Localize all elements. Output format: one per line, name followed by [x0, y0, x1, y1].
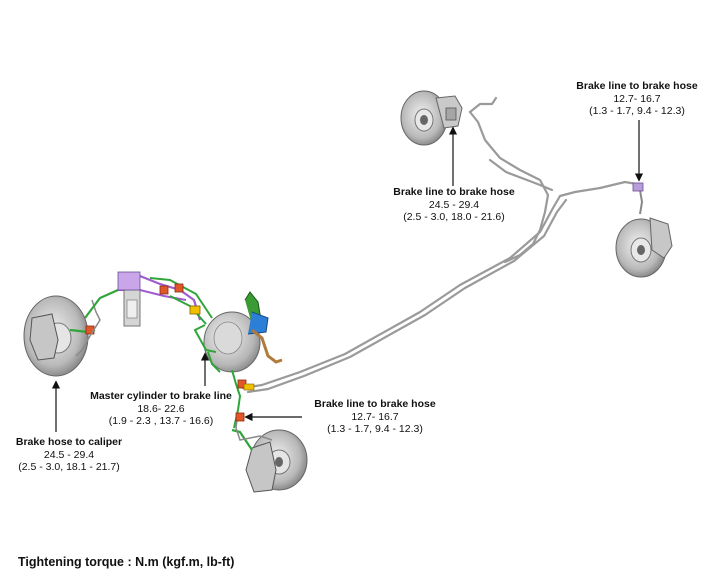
- callout-rear-right-line-hose: Brake line to brake hose 12.7- 16.7 (1.3…: [564, 80, 701, 118]
- callout-title: Master cylinder to brake line: [90, 390, 232, 402]
- callout-title: Brake hose to caliper: [15, 436, 123, 448]
- callout-front-right-line-hose: Brake line to brake hose 12.7- 16.7 (1.3…: [305, 398, 445, 436]
- leader-lines: [51, 120, 644, 432]
- callout-title: Brake line to brake hose: [576, 80, 698, 92]
- callout-torque-alt: (1.3 - 1.7, 9.4 - 12.3): [327, 423, 423, 435]
- callout-torque-nm: 24.5 - 29.4: [43, 448, 95, 461]
- brake-booster: [193, 291, 283, 429]
- callout-title: Brake line to brake hose: [393, 186, 515, 198]
- main-brake-lines: [241, 96, 639, 394]
- callout-master-cylinder: Master cylinder to brake line 18.6- 22.6…: [86, 390, 236, 428]
- callout-torque-alt: (1.9 - 2.3 , 13.7 - 16.6): [108, 415, 214, 427]
- callout-rear-left-line-hose: Brake line to brake hose 24.5 - 29.4 (2.…: [384, 186, 524, 224]
- abs-hecu-module: [84, 271, 213, 327]
- rear-right-disc: [615, 182, 673, 278]
- callout-brake-hose-caliper: Brake hose to caliper 24.5 - 29.4 (2.5 -…: [6, 436, 132, 474]
- callout-torque-nm: 18.6- 22.6: [137, 402, 185, 415]
- front-left-disc: [23, 295, 101, 377]
- callout-torque-alt: (1.3 - 1.7, 9.4 - 12.3): [589, 105, 685, 117]
- front-right-disc: [231, 411, 308, 493]
- callout-torque-nm: 12.7- 16.7: [613, 92, 661, 105]
- rear-left-disc: [400, 90, 463, 146]
- callout-torque-alt: (2.5 - 3.0, 18.0 - 21.6): [403, 211, 505, 223]
- callout-torque-alt: (2.5 - 3.0, 18.1 - 21.7): [18, 461, 120, 473]
- callout-torque-nm: 12.7- 16.7: [351, 410, 399, 423]
- callout-title: Brake line to brake hose: [314, 398, 436, 410]
- callout-torque-nm: 24.5 - 29.4: [428, 198, 480, 211]
- tightening-torque-note: Tightening torque : N.m (kgf.m, lb-ft): [18, 555, 235, 569]
